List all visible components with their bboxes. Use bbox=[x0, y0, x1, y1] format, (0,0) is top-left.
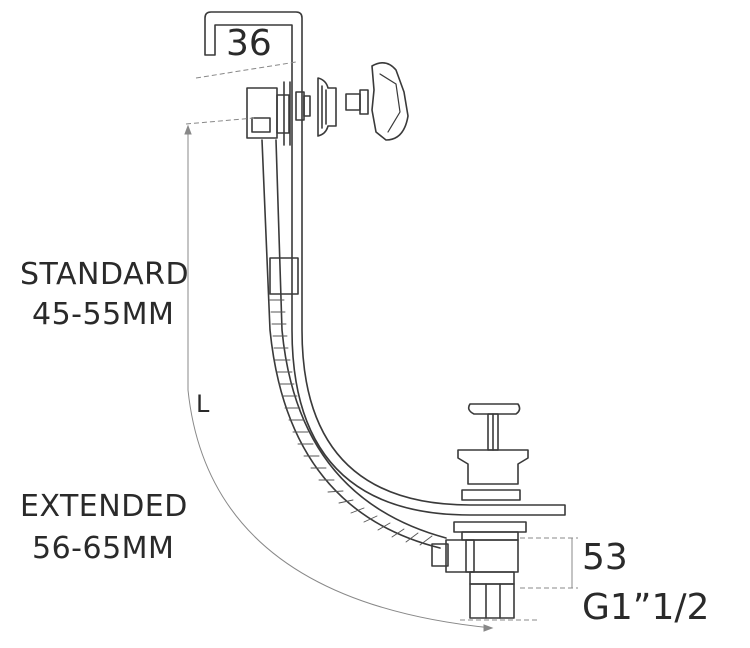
hose-sleeve bbox=[269, 257, 299, 295]
top-width-label: 36 bbox=[226, 23, 272, 64]
waste-body bbox=[431, 539, 519, 619]
overflow-bolt bbox=[345, 89, 369, 115]
extended-title: EXTENDED bbox=[20, 489, 188, 524]
waste-plug bbox=[467, 403, 521, 451]
dim-arc-length bbox=[187, 126, 493, 629]
waste-flange bbox=[453, 449, 529, 541]
flexible-hose bbox=[261, 139, 447, 549]
standard-title: STANDARD bbox=[20, 257, 190, 292]
overflow-washer bbox=[295, 77, 337, 137]
waste-height-label: 53 bbox=[582, 537, 628, 578]
dim-line-top bbox=[195, 61, 297, 79]
thread-label: G1”1/2 bbox=[582, 587, 710, 628]
overflow-cap bbox=[371, 62, 409, 141]
hose-corrugation bbox=[269, 299, 433, 546]
standard-range: 45-55MM bbox=[32, 297, 175, 332]
overflow-body bbox=[246, 81, 291, 146]
overflow-rod bbox=[204, 11, 566, 516]
extended-range: 56-65MM bbox=[32, 531, 175, 566]
dim-line-overflow bbox=[185, 117, 255, 125]
length-label: L bbox=[196, 390, 210, 418]
